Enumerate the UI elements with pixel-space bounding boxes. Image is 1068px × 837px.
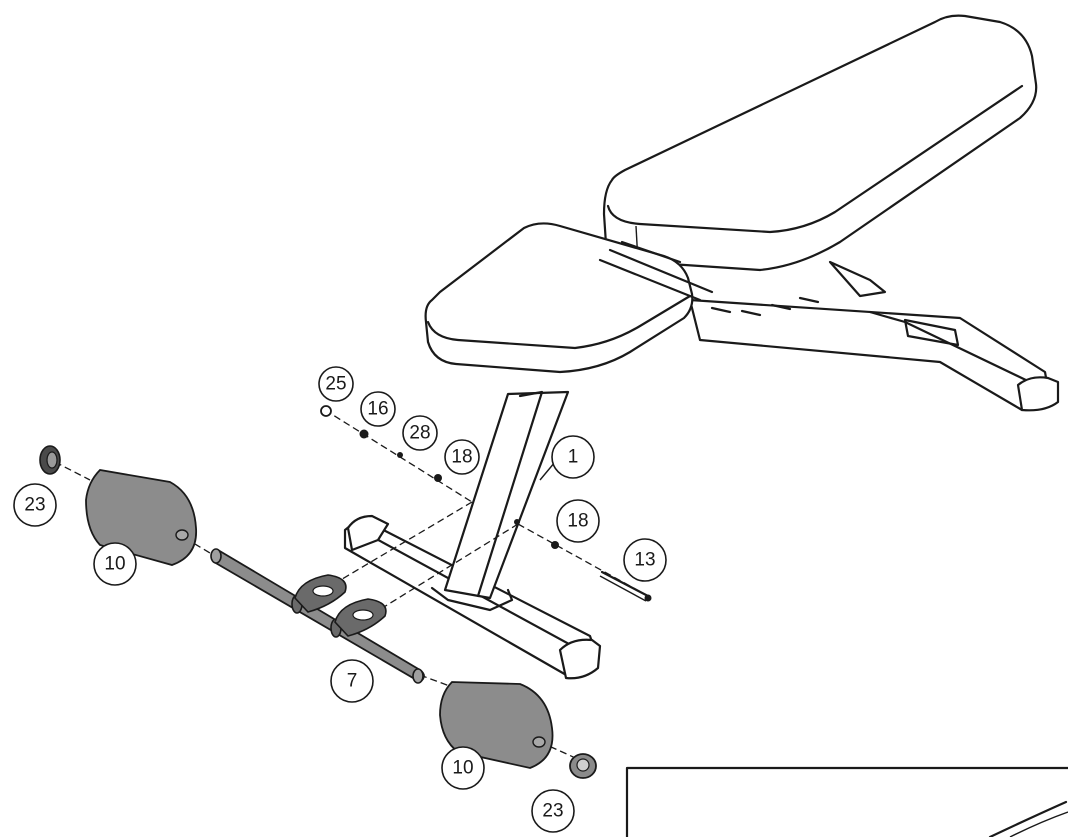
svg-text:1: 1 bbox=[568, 447, 579, 468]
callout-part-16: 16 bbox=[360, 391, 396, 427]
hole-pivot bbox=[514, 519, 520, 525]
svg-text:28: 28 bbox=[409, 423, 430, 444]
callout-part-10-left: 10 bbox=[93, 542, 137, 586]
detail-inset-frame bbox=[625, 766, 1068, 837]
washer-18a bbox=[434, 474, 442, 482]
svg-text:18: 18 bbox=[451, 447, 472, 468]
callout-part-25: 25 bbox=[318, 366, 354, 402]
seat-pad bbox=[424, 222, 694, 374]
washer-16 bbox=[359, 429, 369, 439]
hardware bbox=[320, 405, 652, 602]
upright-post bbox=[443, 390, 570, 600]
bolt-13 bbox=[599, 570, 652, 602]
svg-text:18: 18 bbox=[567, 511, 588, 532]
callout-part-13: 13 bbox=[623, 538, 667, 582]
svg-text:16: 16 bbox=[367, 399, 388, 420]
foam-roller-left bbox=[85, 469, 197, 566]
svg-text:13: 13 bbox=[634, 550, 655, 571]
callout-part-28: 28 bbox=[402, 415, 438, 451]
end-cap-right bbox=[569, 753, 597, 779]
callout-part-18-upper: 18 bbox=[444, 439, 480, 475]
back-pad bbox=[602, 14, 1038, 272]
front-foot-rail bbox=[343, 514, 602, 680]
callout-part-23-right: 23 bbox=[531, 789, 575, 833]
svg-text:10: 10 bbox=[104, 554, 125, 575]
leader-line-part-1 bbox=[539, 461, 556, 481]
svg-text:7: 7 bbox=[347, 671, 358, 692]
callout-part-18-lower: 18 bbox=[556, 499, 600, 543]
seat-linkage bbox=[598, 240, 714, 302]
end-cap-left bbox=[39, 445, 61, 475]
callout-part-7: 7 bbox=[330, 659, 374, 703]
nut-25 bbox=[320, 405, 332, 417]
spacer-28 bbox=[397, 452, 403, 458]
callout-part-1: 1 bbox=[551, 435, 595, 479]
svg-text:10: 10 bbox=[452, 758, 473, 779]
foam-roller-right bbox=[439, 681, 554, 769]
svg-text:23: 23 bbox=[24, 495, 45, 516]
callout-part-10-right: 10 bbox=[441, 746, 485, 790]
roller-brackets bbox=[294, 574, 387, 637]
svg-text:23: 23 bbox=[542, 801, 563, 822]
rear-frame-rail bbox=[688, 260, 1060, 412]
washer-18b bbox=[551, 541, 559, 549]
svg-text:25: 25 bbox=[325, 374, 346, 395]
callout-part-23-left: 23 bbox=[13, 483, 57, 527]
